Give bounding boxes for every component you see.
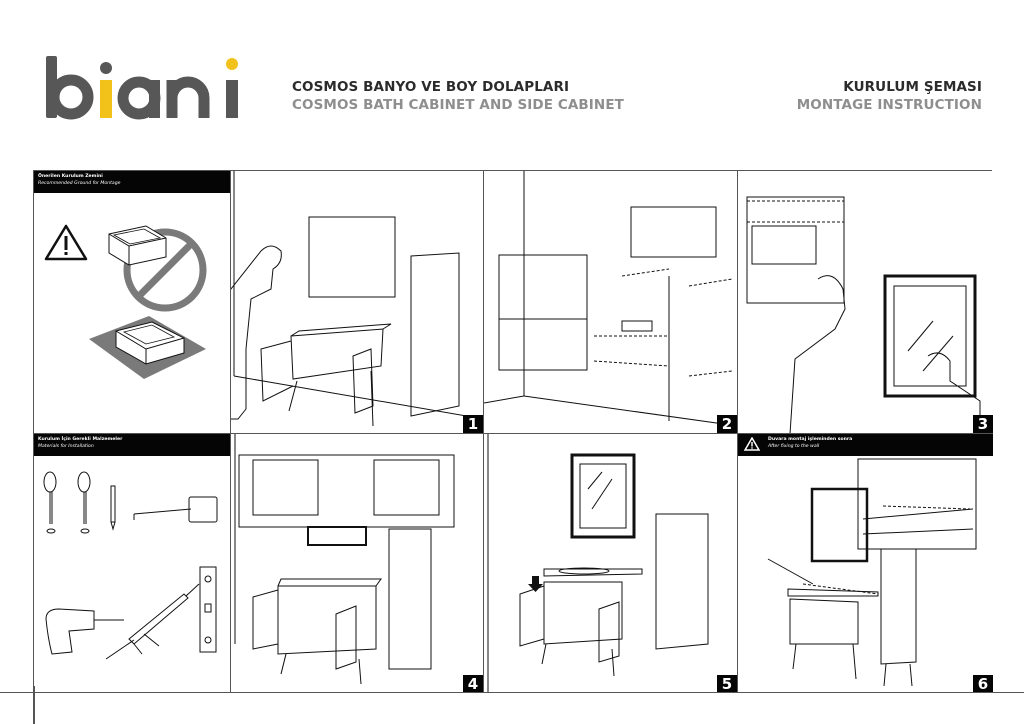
panel-header: Kurulum İçin Gerekli Malzemeler Material… xyxy=(34,434,230,456)
materials-illustration xyxy=(43,471,218,660)
electric-drill-icon xyxy=(45,608,124,655)
vanity-cabinet xyxy=(290,323,392,380)
silicone-gun xyxy=(767,558,814,585)
header-note-en: After fixing to the wall xyxy=(768,443,820,449)
person-figure xyxy=(231,245,282,420)
side-cabinet-diamond xyxy=(880,548,917,665)
product-title-tr: COSMOS BANYO VE BOY DOLAPLARI xyxy=(292,79,570,95)
warning-icon xyxy=(44,224,88,261)
panel-step-4: 4 xyxy=(231,434,484,693)
side-cabinet xyxy=(388,528,432,670)
pencil-icon xyxy=(110,485,116,531)
panel-header: Önerilen Kurulum Zemini Recommended Grou… xyxy=(34,171,230,193)
box-on-rug-icon xyxy=(89,316,206,379)
panel-header-warning: Duvara montaj işleminden sonra After fix… xyxy=(738,434,993,456)
side-cabinet xyxy=(655,513,709,650)
panel-step-3: 3 xyxy=(738,171,993,434)
ground-illustration xyxy=(44,224,207,379)
open-left-door xyxy=(252,589,279,650)
step-1-illustration xyxy=(231,171,483,427)
phillips-screwdriver-icon xyxy=(77,471,91,534)
bracket-detail-box xyxy=(746,196,845,304)
open-left-door xyxy=(260,340,294,402)
zoom-detail-box xyxy=(308,216,396,298)
header-note-tr: Duvara montaj işleminden sonra xyxy=(768,437,853,442)
mirror-frame xyxy=(570,453,636,539)
flat-screwdriver-icon xyxy=(43,471,57,534)
spirit-level-icon xyxy=(199,566,217,653)
header-title-en: Materials for Installation xyxy=(38,443,94,449)
biani-logo-icon xyxy=(46,56,238,120)
diamond-door xyxy=(352,348,374,414)
diamond-door xyxy=(598,601,620,663)
doc-type-en: MONTAGE INSTRUCTION xyxy=(796,97,982,113)
panel-step-1: 1 xyxy=(231,171,484,434)
instruction-grid: Önerilen Kurulum Zemini Recommended Grou… xyxy=(33,170,993,693)
hinge-detail-box xyxy=(238,454,455,528)
step-4-illustration xyxy=(234,434,455,685)
header-title-tr: Kurulum İçin Gerekli Malzemeler xyxy=(38,437,123,442)
product-title-block: COSMOS BANYO VE BOY DOLAPLARI COSMOS BAT… xyxy=(292,78,624,114)
panel-step-2: 2 xyxy=(484,171,738,434)
step-number-badge: 3 xyxy=(973,415,993,433)
tape-measure-icon xyxy=(133,496,218,523)
page-footer-rule xyxy=(0,692,1024,693)
header-title-tr: Önerilen Kurulum Zemini xyxy=(38,174,103,179)
person-right xyxy=(927,352,981,433)
sink-top xyxy=(787,588,879,597)
warning-icon xyxy=(744,437,760,451)
page-footer-tick xyxy=(33,686,35,724)
spirit-level xyxy=(621,320,653,332)
down-arrow-icon xyxy=(528,576,543,592)
step-number-badge: 6 xyxy=(973,675,993,693)
screw-detail-box xyxy=(630,206,717,258)
step-number-badge: 4 xyxy=(463,675,483,693)
person-left xyxy=(789,275,846,433)
vanity-cabinet-diamond xyxy=(789,598,859,645)
step-number-badge: 1 xyxy=(463,415,483,433)
diamond-door xyxy=(335,605,357,670)
doc-type-tr: KURULUM ŞEMASI xyxy=(843,79,982,95)
header-title-en: Recommended Ground for Montage xyxy=(38,180,121,186)
panel-materials: Kurulum İçin Gerekli Malzemeler Material… xyxy=(34,434,231,693)
step-number-badge: 2 xyxy=(717,415,737,433)
silicone-gun-icon xyxy=(105,583,200,660)
step-2-illustration xyxy=(484,171,737,427)
product-title-en: COSMOS BATH CABINET AND SIDE CABINET xyxy=(292,97,624,113)
panel-step-6: Duvara montaj işleminden sonra After fix… xyxy=(738,434,993,693)
panel-step-5: 5 xyxy=(484,434,738,693)
step-6-illustration xyxy=(767,458,977,687)
brand-logo xyxy=(44,50,244,130)
step-5-illustration xyxy=(487,434,709,693)
open-left-door xyxy=(519,585,545,647)
prohibited-icon xyxy=(108,225,207,312)
mirror-frame xyxy=(810,487,869,563)
vanity-cabinet xyxy=(543,581,623,645)
document-type-block: KURULUM ŞEMASI MONTAGE INSTRUCTION xyxy=(797,78,982,114)
mirror-frame xyxy=(883,274,977,398)
drill-detail-box xyxy=(498,254,588,371)
panel-recommended-ground: Önerilen Kurulum Zemini Recommended Grou… xyxy=(34,171,231,434)
silicone-detail-box xyxy=(857,458,977,550)
mirror-bottom xyxy=(307,526,367,546)
side-cabinet xyxy=(410,252,460,417)
wall-bracket xyxy=(751,225,817,265)
step-number-badge: 5 xyxy=(717,675,737,693)
sink-top xyxy=(543,568,643,577)
vanity-cabinet xyxy=(277,578,382,655)
step-3-illustration xyxy=(746,196,981,433)
